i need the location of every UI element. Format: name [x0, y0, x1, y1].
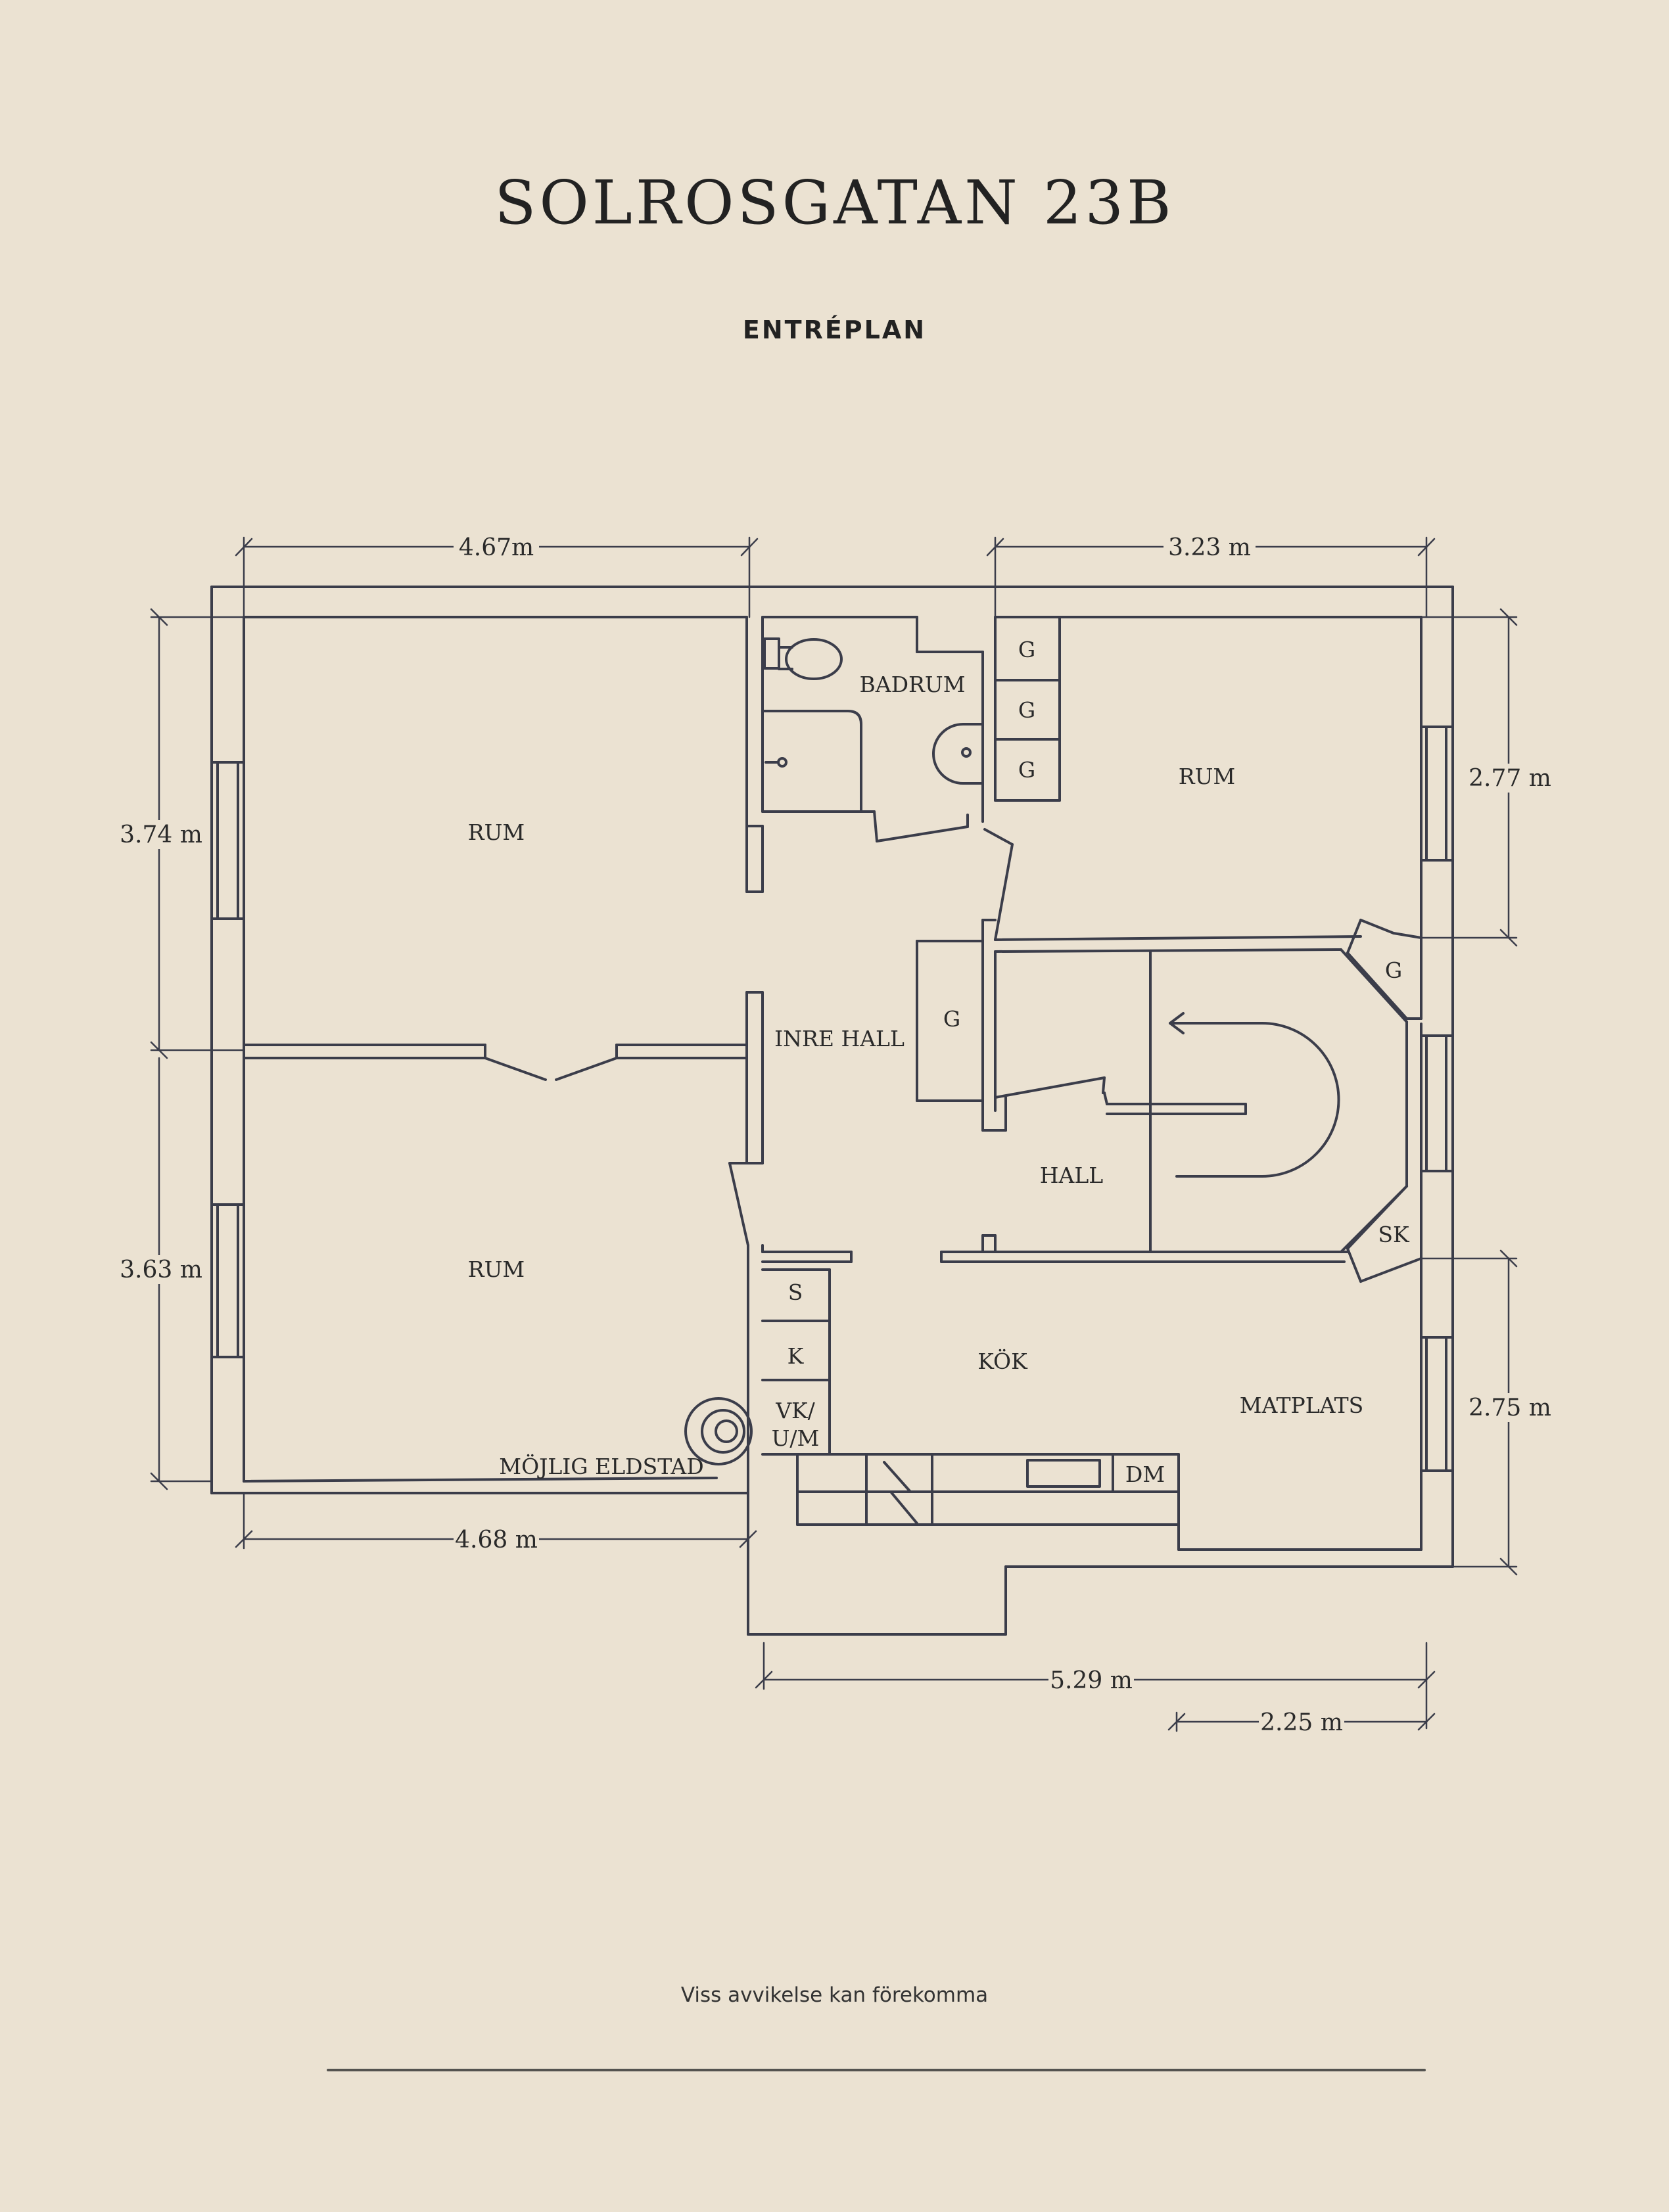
disclaimer-text: Viss avvikelse kan förekomma [680, 1983, 989, 2007]
page-title: SOLROSGATAN 23B [494, 168, 1175, 238]
dim-label-left-upper: 3.74 m [120, 821, 202, 848]
sink-icon [932, 723, 984, 785]
floor-subtitle: ENTRÉPLAN [742, 315, 927, 344]
dimension-lines [150, 536, 1518, 1732]
closet-label-g3: G [1018, 757, 1035, 783]
outer-walls [210, 586, 1454, 1636]
closet-label-g-right: G [1385, 957, 1402, 983]
room-label-badrum: BADRUM [860, 672, 966, 697]
room-label-hall: HALL [1040, 1163, 1104, 1188]
appliance-label-s: S [788, 1279, 803, 1305]
room-label-rum-top-left: RUM [468, 819, 525, 845]
room-label-matplats: MATPLATS [1240, 1393, 1364, 1418]
dim-label-bottom-left: 4.68 m [455, 1527, 538, 1554]
appliance-label-dm: DM [1125, 1462, 1165, 1487]
closet-label-g2: G [1018, 697, 1035, 723]
room-label-fireplace: MÖJLIG ELDSTAD [499, 1453, 703, 1479]
room-label-inre-hall: INRE HALL [774, 1026, 905, 1051]
appliance-label-vk: VK/ [775, 1398, 815, 1423]
room-label-rum-right: RUM [1179, 764, 1235, 789]
closet-label-g1: G [1018, 637, 1035, 662]
room-label-rum-bottom-left: RUM [468, 1256, 525, 1282]
dim-label-top-right: 3.23 m [1168, 534, 1251, 561]
stairs-icon [1169, 1012, 1340, 1178]
fireplace-icon [684, 1397, 753, 1465]
appliance-label-um: U/M [772, 1425, 820, 1451]
footer-rule [327, 2069, 1426, 2071]
closet-label-sk: SK [1378, 1222, 1410, 1247]
room-label-kok: KÖK [977, 1348, 1028, 1374]
toilet-icon [763, 637, 843, 680]
appliance-label-k: K [787, 1343, 805, 1369]
interior-walls [243, 616, 1422, 1551]
shower-icon [761, 710, 862, 813]
dim-label-right-upper: 2.77 m [1469, 765, 1551, 792]
dim-label-bottom-right: 2.25 m [1260, 1709, 1343, 1736]
dim-label-top-left: 4.67m [459, 534, 534, 561]
dim-label-bottom-kitchen: 5.29 m [1050, 1667, 1133, 1694]
closet-label-g-inner: G [943, 1006, 960, 1032]
dim-label-left-lower: 3.63 m [120, 1256, 202, 1283]
dim-label-right-lower: 2.75 m [1469, 1394, 1551, 1421]
